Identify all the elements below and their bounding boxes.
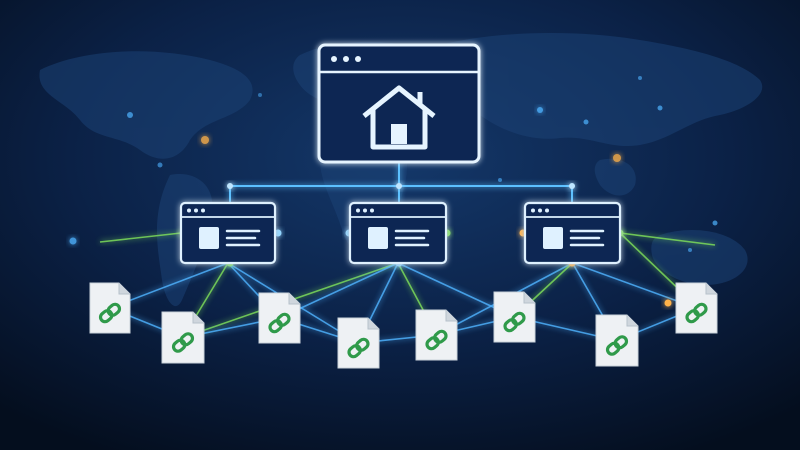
page-window-2	[348, 201, 448, 265]
link-document-7	[595, 314, 639, 367]
link-icon	[425, 329, 448, 351]
window-dot	[187, 208, 191, 213]
window-dot	[194, 208, 198, 213]
junction-dot	[274, 229, 282, 237]
window-dot	[343, 56, 349, 62]
junction-dot	[664, 299, 672, 307]
link-icon	[98, 302, 122, 324]
link-document-3	[258, 292, 301, 344]
link-document-4	[337, 317, 380, 369]
window-dot	[201, 208, 205, 213]
link-icon	[268, 312, 291, 334]
link-document-6	[493, 291, 536, 343]
window-dot	[363, 208, 367, 213]
image-placeholder	[543, 227, 563, 249]
link-document-2	[161, 311, 205, 364]
link-icon	[347, 337, 370, 359]
link-document-5	[415, 309, 458, 361]
page-windows	[179, 201, 622, 265]
link-document-1	[89, 282, 131, 334]
window-dot	[545, 208, 549, 213]
window-dot	[538, 208, 542, 213]
ambient-dots	[69, 76, 718, 252]
link-documents	[89, 282, 718, 369]
window-dot	[531, 208, 535, 213]
window-dot	[356, 208, 360, 213]
window-dot	[331, 56, 337, 62]
window-dot	[370, 208, 374, 213]
page-window-1	[179, 201, 277, 265]
network-edge	[99, 232, 182, 243]
window-dot	[355, 56, 361, 62]
link-icon	[605, 335, 629, 356]
network-edge	[619, 232, 716, 246]
link-document-8	[675, 282, 718, 334]
connector-dots	[227, 183, 575, 189]
link-icon	[685, 302, 708, 324]
home-icon	[362, 85, 436, 150]
homepage-window	[317, 43, 481, 164]
link-icon	[503, 311, 526, 333]
page-window-3	[523, 201, 622, 265]
image-placeholder	[199, 227, 219, 249]
image-placeholder	[368, 227, 388, 249]
link-icon	[171, 332, 195, 353]
